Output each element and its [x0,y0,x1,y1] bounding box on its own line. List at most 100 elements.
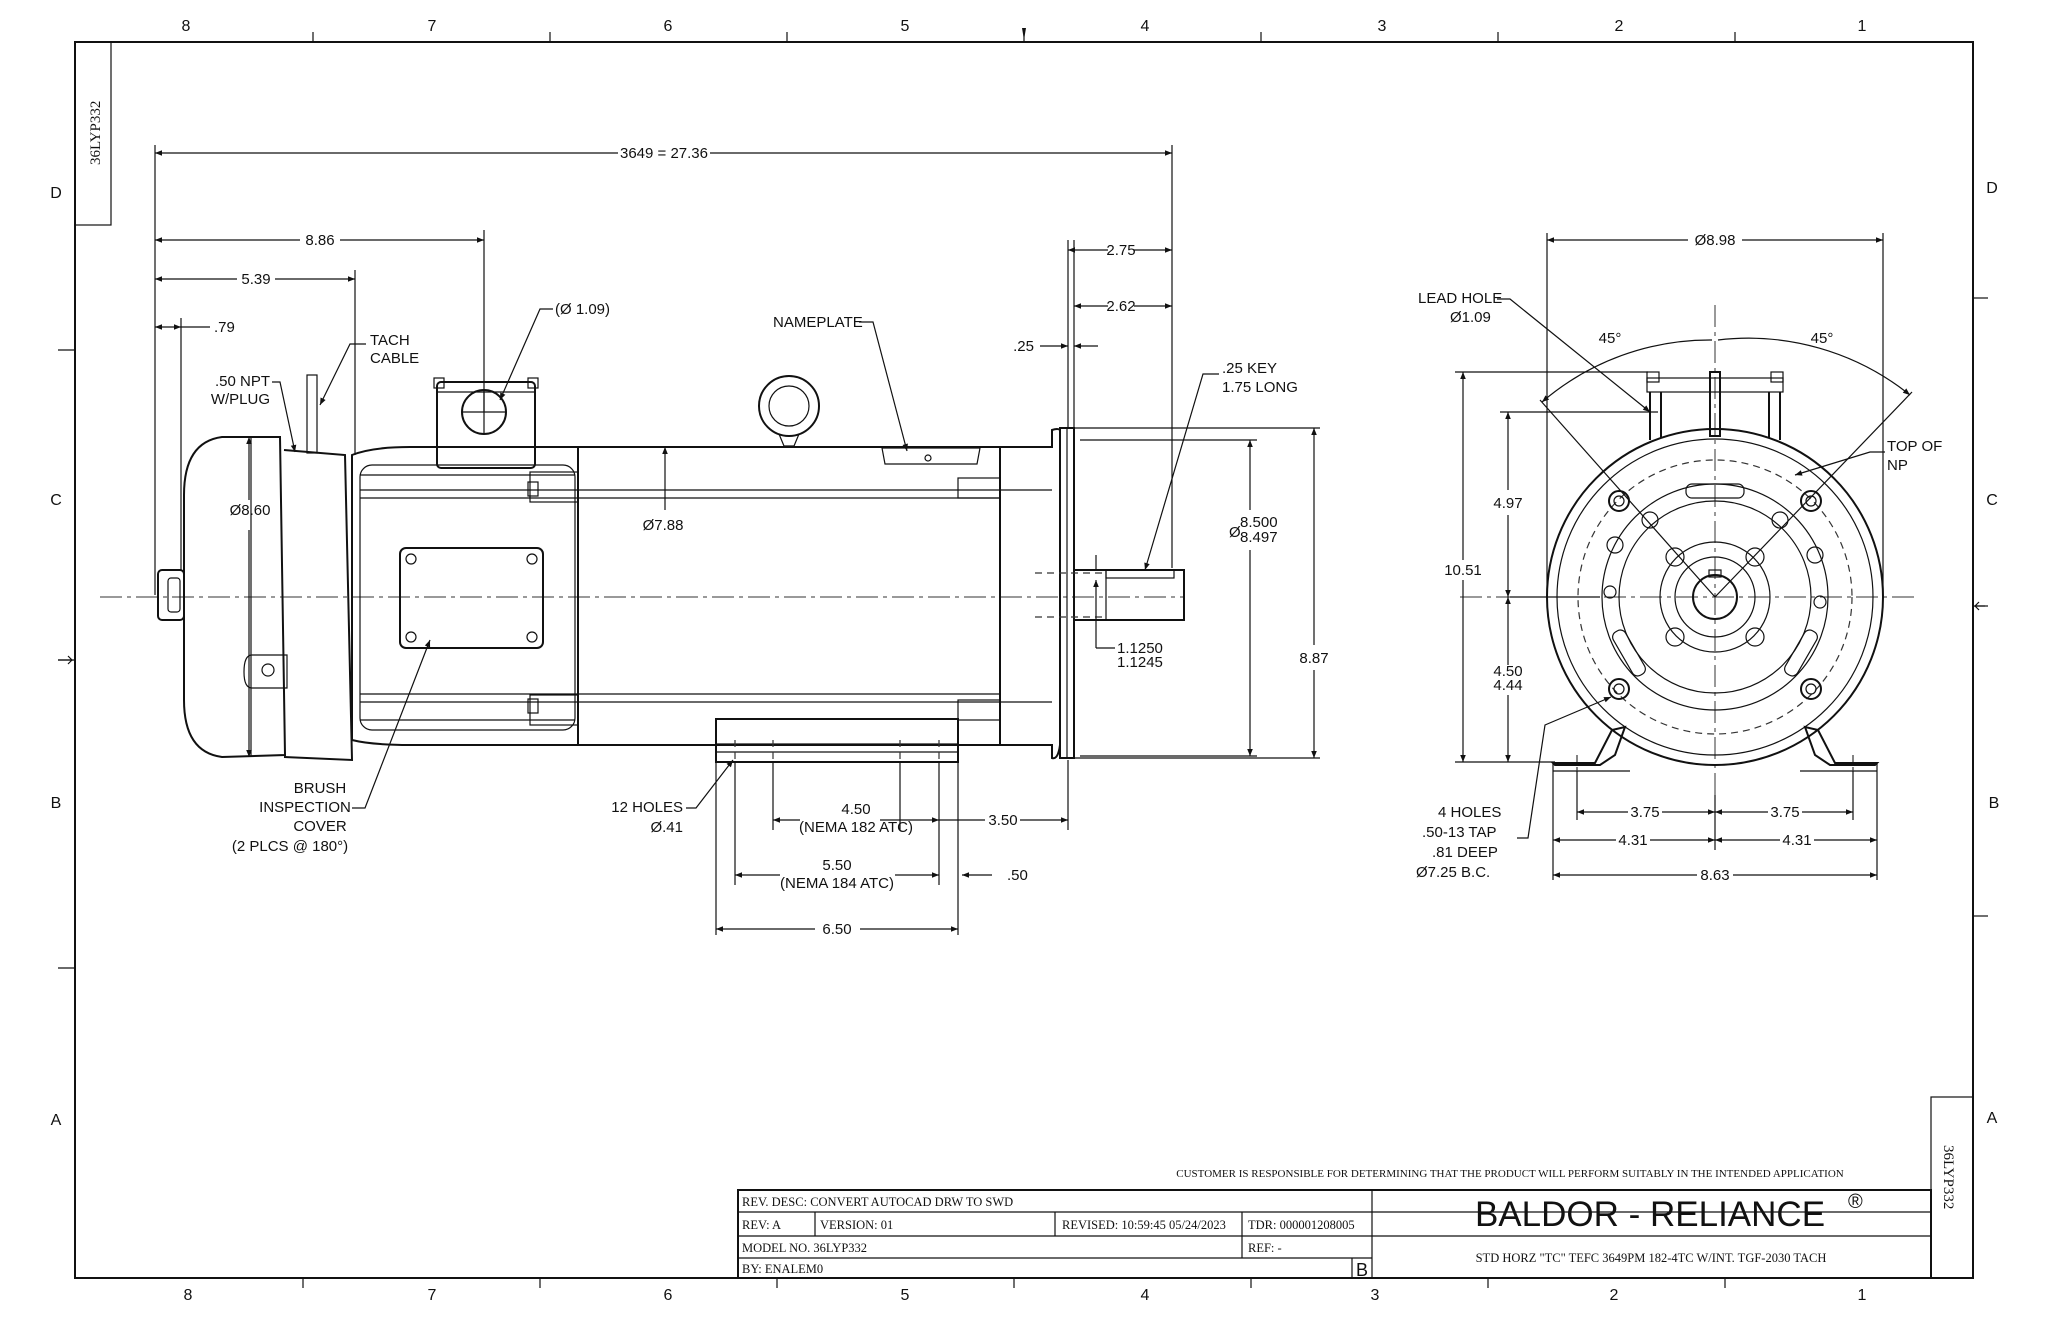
model-no: MODEL NO. 36LYP332 [742,1241,867,1255]
zone-left-A: A [51,1112,62,1129]
zone-top-7: 7 [428,18,437,35]
shaft-end [1692,574,1738,620]
holes-4-label-1: 4 HOLES [1438,804,1501,821]
sheet-border [58,28,1988,1288]
dim-450-end-a: 4.50 [1493,663,1522,680]
tach-cable-stub [306,374,318,454]
overall-length-dim: 3649 = 27.36 [620,145,708,162]
zone-right-C: C [1986,492,1998,509]
dim-887: 8.87 [1299,650,1328,667]
zone-bottom-4: 4 [1141,1287,1150,1304]
motor-frame [351,446,1001,746]
dim-550-b: (NEMA 184 ATC) [780,875,894,892]
pilot-dia-symbol: Ø [1229,524,1241,541]
key-label-2: 1.75 LONG [1222,379,1298,396]
zone-top-2: 2 [1615,18,1624,35]
end-view-conduit-box [1646,377,1784,393]
shaft-dia-2: 1.1245 [1117,654,1163,671]
top-np-label-1: TOP OF [1887,438,1942,455]
brush-cover-label-4: (2 PLCS @ 180°) [232,838,348,855]
dim-886: 8.86 [305,232,334,249]
brush-cover-label-2: INSPECTION [259,799,351,816]
zone-left-B: B [51,795,62,812]
conduit-box [436,381,536,469]
rev-desc: REV. DESC: CONVERT AUTOCAD DRW TO SWD [742,1195,1013,1209]
product-description: STD HORZ "TC" TEFC 3649PM 182-4TC W/INT.… [1476,1251,1827,1265]
dim-550-a: 5.50 [822,857,851,874]
endbell-dia: Ø8.60 [230,502,271,519]
holes-4-label-2: .50-13 TAP [1422,824,1497,841]
overall-dia: Ø8.98 [1695,232,1736,249]
dim-539: 5.39 [241,271,270,288]
dim-350: 3.50 [988,812,1017,829]
zone-right-B: B [1989,795,2000,812]
brush-cover-label-3: COVER [293,818,347,835]
dim-050: .50 [1007,867,1028,884]
nameplate-label: NAMEPLATE [773,314,863,331]
dim-431-left: 4.31 [1618,832,1647,849]
customer-notice: CUSTOMER IS RESPONSIBLE FOR DETERMINING … [1176,1168,1843,1180]
motor-end-view [1460,305,1915,795]
npt-plug-label-2: W/PLUG [211,391,270,408]
zone-top-1: 1 [1858,18,1867,35]
dim-450-b: (NEMA 182 ATC) [799,819,913,836]
zone-left-C: C [50,492,62,509]
brand-registered-mark: ® [1848,1191,1863,1213]
zone-top-8: 8 [182,18,191,35]
zone-top-6: 6 [664,18,673,35]
zone-top-4: 4 [1141,18,1150,35]
tach-cable-label-1: TACH [370,332,410,349]
sheet-size: B [1356,1260,1368,1280]
dim-863: 8.63 [1700,867,1729,884]
zone-bottom-5: 5 [901,1287,910,1304]
zone-labels: 8 7 6 5 4 3 2 1 8 7 6 5 4 3 2 1 D C B A … [50,18,1999,1304]
lead-hole-label-2: Ø1.09 [1450,309,1491,326]
zone-bottom-6: 6 [664,1287,673,1304]
zone-bottom-8: 8 [184,1287,193,1304]
shaft-dia-1: 1.1250 [1117,640,1163,657]
holes-12-label-1: 12 HOLES [611,799,683,816]
dim-262: 2.62 [1106,298,1135,315]
zone-top-5: 5 [901,18,910,35]
mounting-foot [715,718,959,763]
dim-450-end-b: 4.44 [1493,677,1522,694]
dim-275: 2.75 [1106,242,1135,259]
svg-text:36LYP332: 36LYP332 [1940,1145,1956,1209]
dim-431-right: 4.31 [1782,832,1811,849]
end-view-feet [1550,725,1627,766]
pilot-dia-2: 8.497 [1240,529,1278,546]
tapped-holes [1608,490,1822,700]
brand-name: BALDOR - RELIANCE [1475,1195,1825,1234]
dim-497: 4.97 [1493,495,1522,512]
holes-4-label-3: .81 DEEP [1432,844,1498,861]
angle-right: 45° [1811,330,1834,347]
frame-dia: Ø7.88 [643,517,684,534]
top-np-label-2: NP [1887,457,1908,474]
tdr: TDR: 000001208005 [1248,1218,1355,1232]
tach-cable-label-2: CABLE [370,350,419,367]
tach-cover [183,436,287,759]
zone-right-A: A [1987,1110,1998,1127]
nameplate [881,447,981,465]
dim-375-left: 3.75 [1630,804,1659,821]
ref: REF: - [1248,1241,1282,1255]
brush-inspection-cover [399,547,544,649]
drawn-by: BY: ENALEM0 [742,1262,823,1276]
zone-bottom-2: 2 [1610,1287,1619,1304]
dim-450-a: 4.50 [841,801,870,818]
dim-650: 6.50 [822,921,851,938]
zone-bottom-3: 3 [1371,1287,1380,1304]
side-view-dimensions: 3649 = 27.36 8.86 5.39 .79 (Ø 1.09) TACH… [154,145,1329,938]
holes-12-label-2: Ø.41 [650,819,683,836]
zone-left-D: D [50,185,62,202]
end-view-dimensions: Ø8.98 LEAD HOLE Ø1.09 45° 45° TOP OF NP … [1416,232,1942,884]
zone-bottom-7: 7 [428,1287,437,1304]
title-block: CUSTOMER IS RESPONSIBLE FOR DETERMINING … [737,1168,1932,1280]
dim-1051: 10.51 [1444,562,1482,579]
holes-4-label-4: Ø7.25 B.C. [1416,864,1490,881]
rev: REV: A [742,1218,781,1232]
lifting-eye [758,375,820,437]
motor-side-view [100,374,1185,763]
version: VERSION: 01 [820,1218,893,1232]
